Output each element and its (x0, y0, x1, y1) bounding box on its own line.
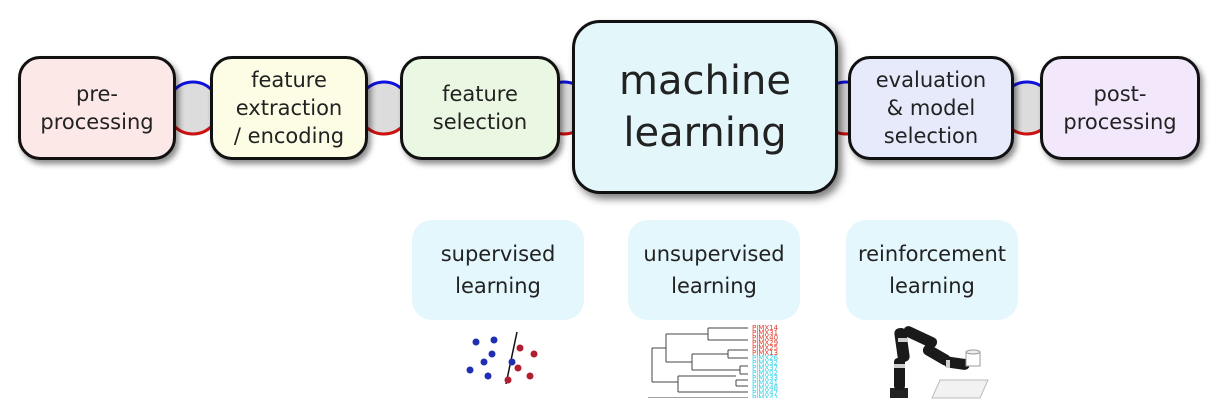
robot-arm-icon (890, 326, 989, 399)
unsupervised-learning-box: unsupervised learning (628, 220, 800, 320)
dendrogram-leaf-label: PIMX13 (752, 349, 778, 357)
preprocessing-box: pre- processing (18, 56, 176, 160)
unsupervised-learning-label: unsupervised learning (643, 242, 785, 298)
preprocessing-label: pre- processing (40, 82, 154, 134)
dendrogram-leaf-label: PIMX02 (752, 369, 778, 377)
dendrogram-leaf-label: PIMX32 (752, 359, 778, 367)
feature-selection-box: feature selection (400, 56, 560, 160)
dendrogram-leaf-label: PIMX37 (752, 364, 778, 372)
dendrogram-leaf-label: PIMX29 (752, 339, 778, 347)
machine-learning-label: machine learning (619, 58, 791, 156)
dendrogram-leaf-label: PIMX31 (752, 329, 778, 337)
supervised-learning-box: supervised learning (412, 220, 584, 320)
dendrogram-leaf-label: PIMX14 (752, 324, 779, 332)
dendrogram-leaf-label: PIMX48 (752, 384, 778, 392)
supervised-learning-label: supervised learning (440, 242, 556, 298)
dendrogram-leaf-label: PIMX42 (752, 394, 778, 398)
reinforcement-learning-label: reinforcement learning (857, 242, 1007, 298)
feature-selection-label: feature selection (432, 82, 528, 134)
feature-extraction-label: feature extraction / encoding (233, 68, 345, 148)
dendrogram-leaf-label: PIMX25 (752, 344, 778, 352)
dendrogram-leaf-label: PIMX33 (752, 374, 778, 382)
dendrogram-leaf-label: PIMX40 (752, 334, 778, 342)
reinforcement-learning-box: reinforcement learning (846, 220, 1018, 320)
dendrogram-leaf-label: PIMX41 (752, 379, 778, 387)
classification-scatter-icon (466, 331, 538, 385)
dendrogram-icon: PIMX14PIMX31PIMX40PIMX29PIMX25PIMX13PIMX… (648, 324, 779, 398)
postprocessing-box: post- processing (1040, 56, 1200, 160)
feature-extraction-box: feature extraction / encoding (210, 56, 368, 160)
evaluation-label: evaluation & model selection (875, 68, 987, 148)
postprocessing-label: post- processing (1063, 82, 1177, 134)
evaluation-box: evaluation & model selection (848, 56, 1014, 160)
dendrogram-leaf-label: PIMX47 (752, 389, 778, 397)
dendrogram-leaf-label: PIMX26 (752, 354, 779, 362)
machine-learning-box: machine learning (572, 20, 838, 194)
